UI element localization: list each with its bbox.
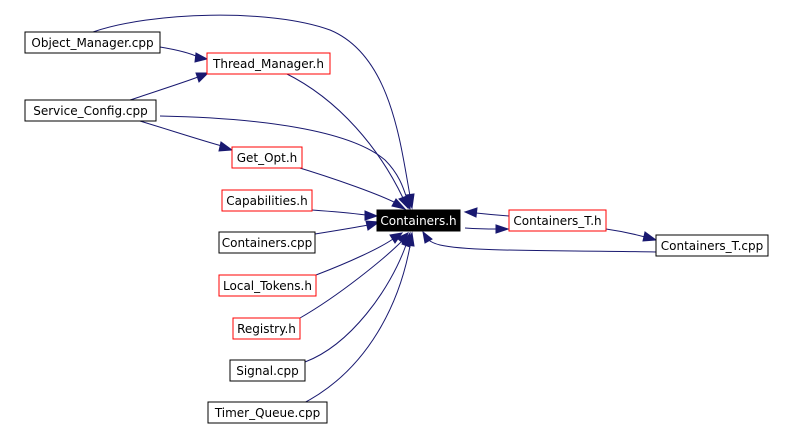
edge-containers-t-cpp-to-containers-h <box>426 237 657 253</box>
node-containers-cpp[interactable]: Containers.cpp <box>218 231 316 254</box>
edge-service-config-to-containers-h <box>159 115 408 200</box>
nodes: Object_Manager.cpp Thread_Manager.h Serv… <box>24 31 769 424</box>
node-timer-queue-cpp[interactable]: Timer_Queue.cpp <box>207 401 328 424</box>
edges <box>92 14 658 406</box>
node-label: Object_Manager.cpp <box>31 36 153 50</box>
node-service-config-cpp[interactable]: Service_Config.cpp <box>24 99 157 122</box>
edge-signal-to-containers-h <box>304 244 407 363</box>
edge-arrowhead <box>194 52 209 63</box>
edge-arrowhead <box>365 220 381 231</box>
node-thread-manager-h[interactable]: Thread_Manager.h <box>206 52 331 75</box>
edge-get-opt-to-containers-h <box>289 164 397 204</box>
edge-thread-manager-to-containers-h <box>284 72 404 199</box>
node-label: Capabilities.h <box>226 194 307 208</box>
edge-containers-cpp-to-containers-h <box>314 224 369 235</box>
edge-arrowhead <box>364 210 379 221</box>
edge-registry-to-containers-h <box>299 241 402 319</box>
edge-object-manager-to-containers-h <box>92 14 411 197</box>
edge-arrowhead <box>642 231 658 242</box>
node-label: Containers_T.h <box>513 214 601 228</box>
node-containers-t-cpp[interactable]: Containers_T.cpp <box>655 234 769 257</box>
node-object-manager-cpp[interactable]: Object_Manager.cpp <box>24 31 161 54</box>
node-capabilities-h[interactable]: Capabilities.h <box>221 189 313 212</box>
node-label: Timer_Queue.cpp <box>214 406 320 420</box>
node-label: Service_Config.cpp <box>33 104 148 118</box>
edge-arrowhead <box>218 141 234 152</box>
edge-containers-h-to-containers-t-h <box>464 227 498 230</box>
edge-capabilities-to-containers-h <box>311 209 367 216</box>
edge-containers-t-h-to-containers-h <box>475 212 510 217</box>
edge-containers-t-h-to-containers-t-cpp <box>605 228 646 238</box>
node-containers-t-h[interactable]: Containers_T.h <box>508 209 607 232</box>
edge-timer-queue-to-containers-h <box>299 245 411 406</box>
edge-object-manager-to-thread-manager <box>159 46 199 58</box>
node-label: Containers_T.cpp <box>661 239 763 253</box>
node-label: Signal.cpp <box>236 364 299 378</box>
edge-arrowhead <box>402 197 412 211</box>
node-registry-h[interactable]: Registry.h <box>232 317 301 340</box>
node-label: Containers.h <box>380 214 456 228</box>
node-containers-h[interactable]: Containers.h <box>376 209 461 232</box>
node-label: Registry.h <box>237 322 296 336</box>
edge-arrowhead <box>405 231 415 247</box>
edge-arrowhead <box>495 224 510 234</box>
node-local-tokens-h[interactable]: Local_Tokens.h <box>218 274 317 297</box>
edge-arrowhead <box>463 207 478 218</box>
edge-service-config-to-thread-manager <box>129 76 199 101</box>
node-label: Local_Tokens.h <box>223 279 312 293</box>
edge-arrowhead <box>391 198 407 210</box>
edge-arrowhead <box>422 230 433 244</box>
node-signal-cpp[interactable]: Signal.cpp <box>229 359 306 382</box>
edge-service-config-to-get-opt <box>129 117 223 147</box>
edge-local-tokens-to-containers-h <box>315 238 394 276</box>
edge-arrowhead <box>195 72 210 83</box>
node-label: Containers.cpp <box>222 236 313 250</box>
node-label: Thread_Manager.h <box>212 57 324 71</box>
node-label: Get_Opt.h <box>237 151 298 165</box>
node-get-opt-h[interactable]: Get_Opt.h <box>231 146 303 169</box>
